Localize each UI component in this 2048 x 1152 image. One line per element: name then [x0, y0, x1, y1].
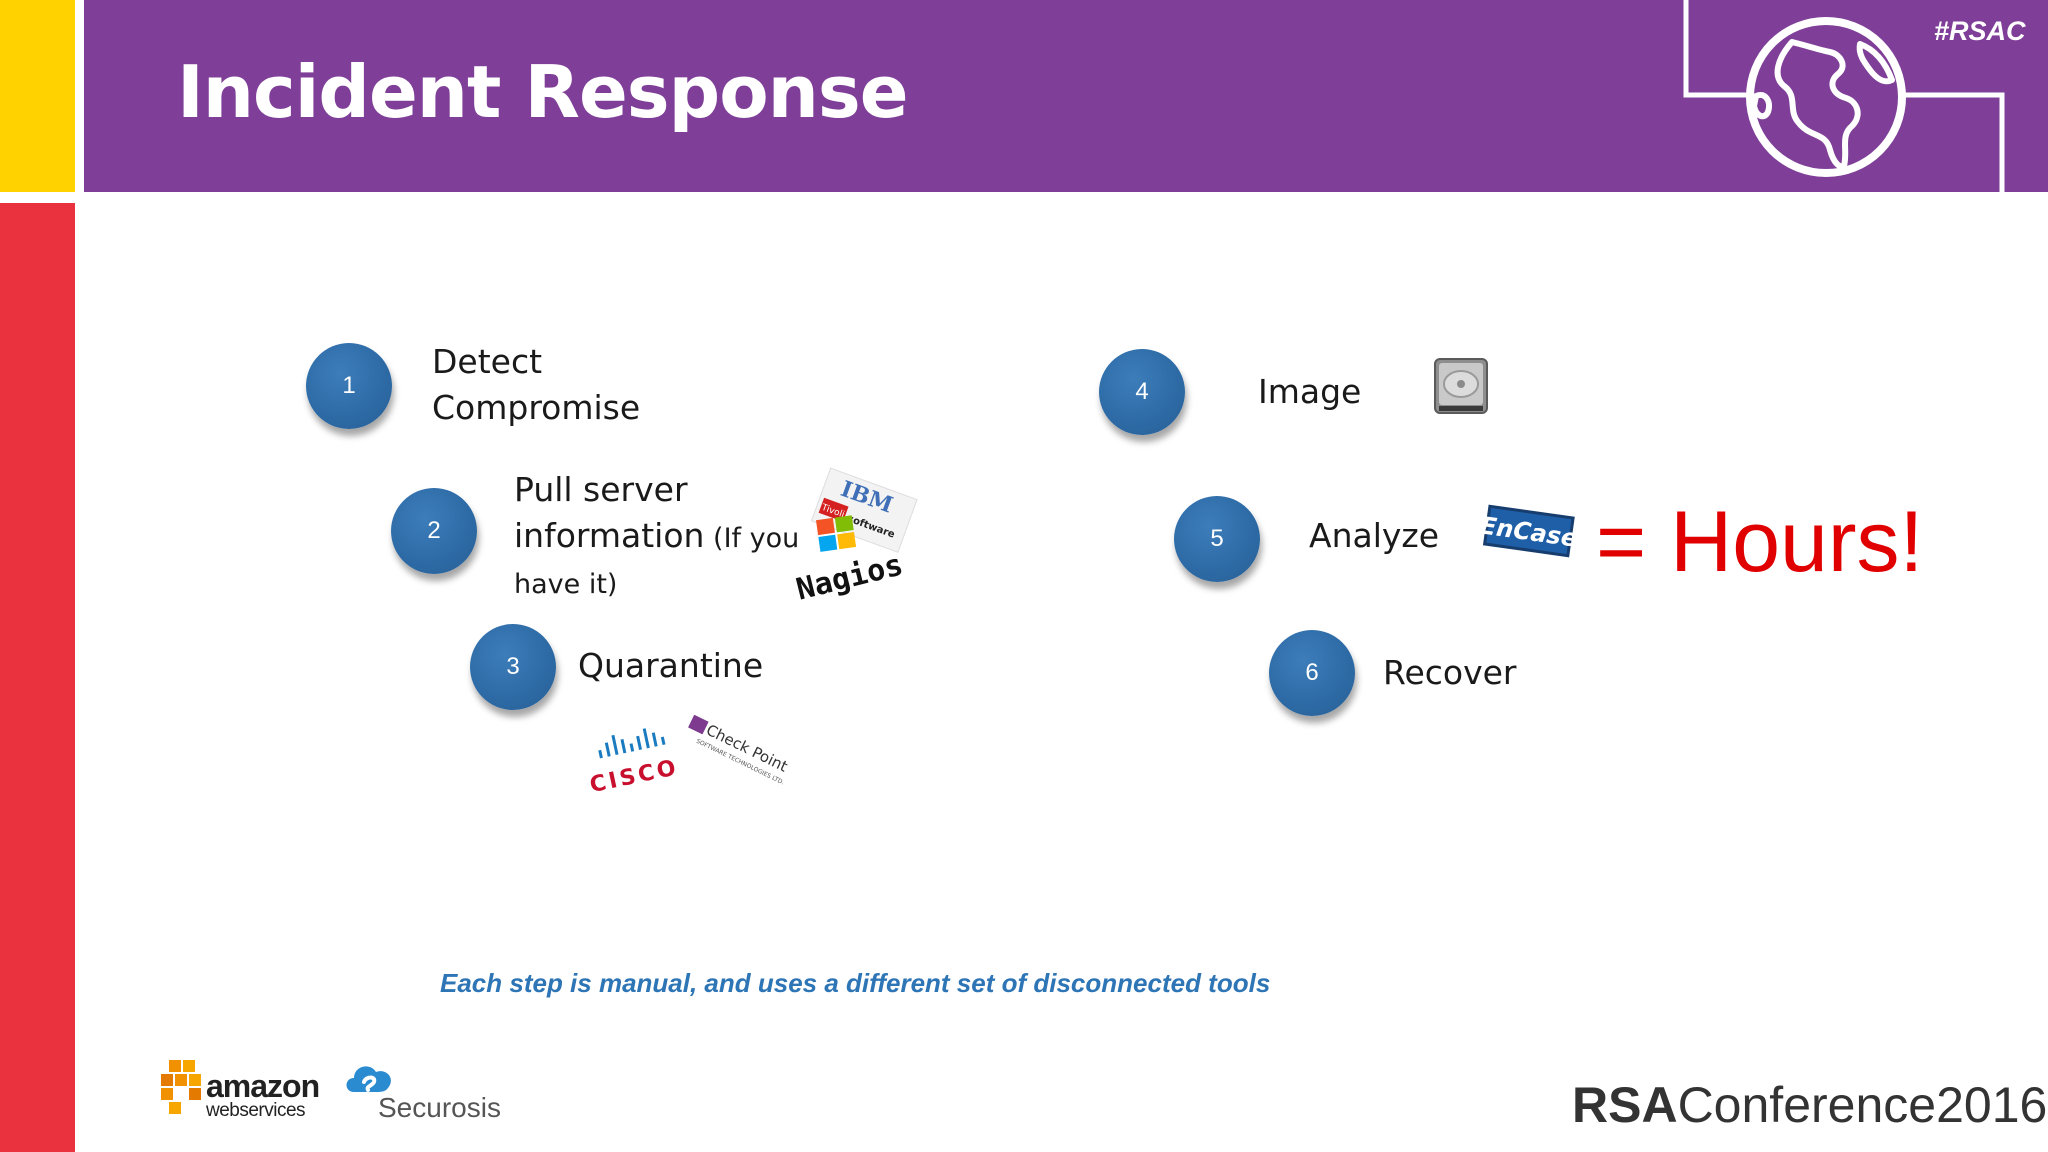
- step-label: Recover: [1383, 653, 1517, 692]
- step-label: Image: [1258, 372, 1362, 411]
- caption-text: Each step is manual, and uses a differen…: [440, 968, 1271, 998]
- webservices-logo-text: webservices: [206, 1100, 306, 1121]
- step-label: Quarantine: [578, 646, 764, 685]
- step-number-circle: 2: [391, 488, 477, 574]
- quarantine-tools-logos: CISCO Check Point SOFTWARE TECHNOLOGIES …: [590, 715, 791, 798]
- nagios-logo-text: Nagios: [793, 547, 907, 607]
- step-label-text: information: [514, 516, 705, 555]
- result-hours: = Hours!: [1596, 494, 1924, 590]
- step-label: Analyze: [1309, 516, 1440, 555]
- step-label-line: Compromise: [432, 388, 641, 427]
- globe-icon: [1683, 0, 2005, 192]
- monitoring-tools-logos: IBM Tivoli software Nagios: [793, 467, 918, 608]
- cisco-bars-icon: [598, 728, 666, 759]
- rsa-conference-logo: RSAConference2016: [1572, 1076, 2047, 1134]
- step-label-line: Detect: [432, 342, 543, 381]
- amazon-logo-text: amazon: [206, 1068, 320, 1104]
- step-number-circle: 3: [470, 624, 556, 710]
- rsa-logo-rest: Conference2016: [1677, 1077, 2048, 1133]
- hard-drive-icon: [1434, 358, 1488, 414]
- accent-bar-red: [0, 203, 75, 1152]
- step-label: Detect Compromise: [432, 339, 640, 431]
- step-number-circle: 1: [306, 343, 392, 429]
- step-label-note: (If you: [704, 523, 800, 554]
- step-label-line: information (If you: [514, 513, 799, 562]
- step-number-circle: 4: [1099, 349, 1185, 435]
- rsa-logo-bold: RSA: [1572, 1077, 1678, 1133]
- windows-flag-icon: [815, 515, 857, 552]
- step-label: Pull server information (If you have it): [514, 467, 799, 608]
- step-label-line: Pull server: [514, 470, 688, 509]
- aws-cubes-icon: [161, 1060, 201, 1114]
- accent-bar-yellow: [0, 0, 75, 192]
- cisco-logo-text: CISCO: [590, 755, 681, 798]
- hashtag-label: #RSAC: [1934, 16, 2026, 46]
- page-title: Incident Response: [177, 50, 909, 134]
- step-number-circle: 5: [1174, 496, 1260, 582]
- encase-logo: EnCase: [1481, 504, 1577, 558]
- securosis-cloud-icon: [346, 1066, 391, 1092]
- securosis-logo-text: Securosis: [378, 1092, 501, 1123]
- step-number-circle: 6: [1269, 630, 1355, 716]
- step-label-line: have it): [514, 569, 618, 600]
